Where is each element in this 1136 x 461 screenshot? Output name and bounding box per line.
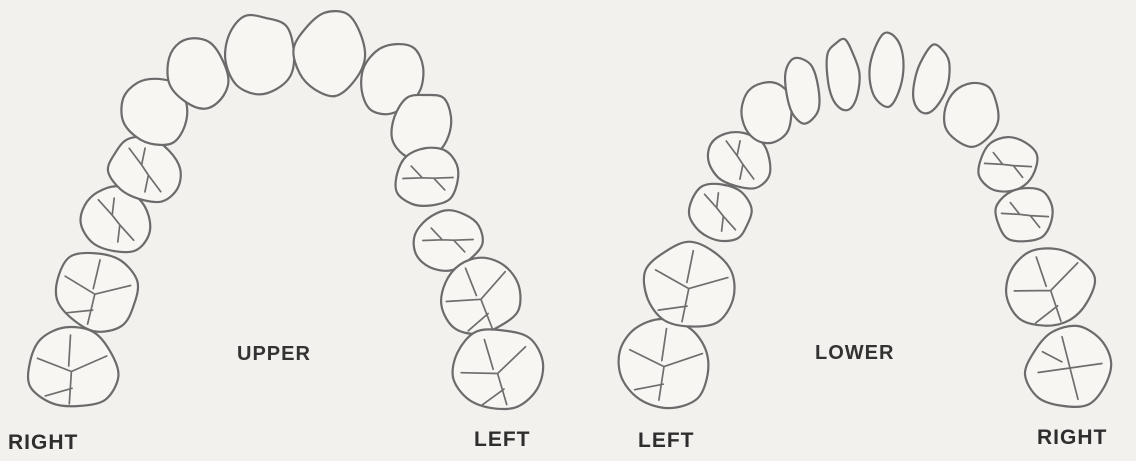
lower-tooth: [1006, 248, 1095, 325]
upper-left-label: LEFT: [474, 428, 531, 452]
lower-tooth: [619, 319, 709, 408]
lower-tooth: [644, 242, 735, 327]
lower-right-label: RIGHT: [1037, 426, 1107, 450]
lower-arch-title: LOWER: [815, 342, 894, 365]
lower-tooth: [827, 39, 860, 110]
upper-tooth: [441, 258, 520, 334]
lower-tooth: [869, 33, 903, 107]
upper-tooth: [453, 329, 544, 409]
upper-tooth: [28, 327, 118, 406]
upper-right-label: RIGHT: [8, 431, 78, 455]
lower-tooth: [741, 82, 791, 143]
upper-tooth: [293, 11, 365, 96]
lower-tooth: [944, 83, 998, 147]
lower-tooth: [1025, 326, 1111, 407]
upper-tooth: [56, 253, 138, 332]
lower-tooth: [913, 44, 949, 113]
upper-tooth: [396, 148, 459, 206]
upper-arch-title: UPPER: [237, 343, 311, 366]
lower-left-label: LEFT: [638, 429, 695, 453]
upper-tooth: [225, 15, 294, 94]
